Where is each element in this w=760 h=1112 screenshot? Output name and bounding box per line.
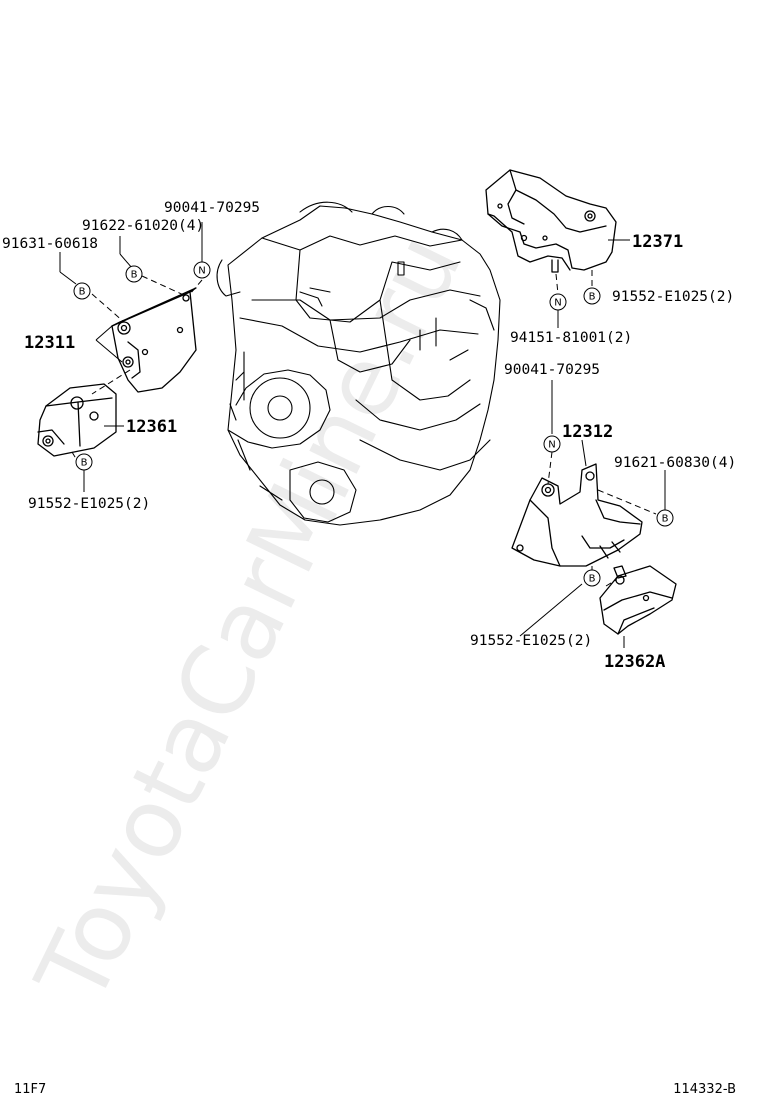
part-12312-label: 12312: [562, 422, 613, 442]
bolt-badge: B: [75, 453, 93, 471]
svg-text:N: N: [548, 440, 555, 451]
callout-91631: 91631-60618: [2, 236, 98, 252]
left-insulator: [37, 383, 117, 457]
bolt-badge: B: [583, 569, 601, 587]
callout-91552-bottom: 91552-E1025(2): [470, 633, 592, 649]
svg-text:N: N: [554, 298, 561, 309]
callout-91552-left: 91552-E1025(2): [28, 496, 150, 512]
svg-text:B: B: [589, 574, 596, 585]
svg-text:B: B: [79, 287, 86, 298]
svg-text:B: B: [662, 514, 669, 525]
rear-mounting-member: [485, 169, 617, 273]
bolt-badge: B: [73, 282, 91, 300]
svg-text:N: N: [198, 266, 205, 277]
callout-91621: 91621-60830(4): [614, 455, 736, 471]
footer-right-code: 114332-B: [673, 1082, 736, 1097]
engine-illustration: [216, 201, 501, 526]
callout-91622: 91622-61020(4): [82, 218, 204, 234]
part-12361-label: 12361: [126, 417, 177, 437]
bolt-badge: B: [583, 287, 601, 305]
svg-text:B: B: [131, 270, 138, 281]
nut-badge: N: [193, 261, 211, 279]
right-mounting-bracket: [511, 463, 643, 567]
nut-badge: N: [543, 435, 561, 453]
callout-94151: 94151-81001(2): [510, 330, 632, 346]
left-mounting-bracket: [111, 287, 197, 393]
part-12362A-label: 12362A: [604, 652, 665, 672]
leader-lines: [59, 222, 666, 648]
bolt-badge: B: [656, 509, 674, 527]
callout-90041-left: 90041-70295: [164, 200, 260, 216]
bolt-badge: B: [125, 265, 143, 283]
svg-text:B: B: [81, 458, 88, 469]
right-insulator: [599, 565, 677, 635]
nut-badge: N: [549, 293, 567, 311]
part-12371-label: 12371: [632, 232, 683, 252]
svg-text:B: B: [589, 292, 596, 303]
part-12311-label: 12311: [24, 333, 75, 353]
callout-91552-right: 91552-E1025(2): [612, 289, 734, 305]
callout-90041-right: 90041-70295: [504, 362, 600, 378]
footer-left-code: 11F7: [14, 1082, 46, 1097]
